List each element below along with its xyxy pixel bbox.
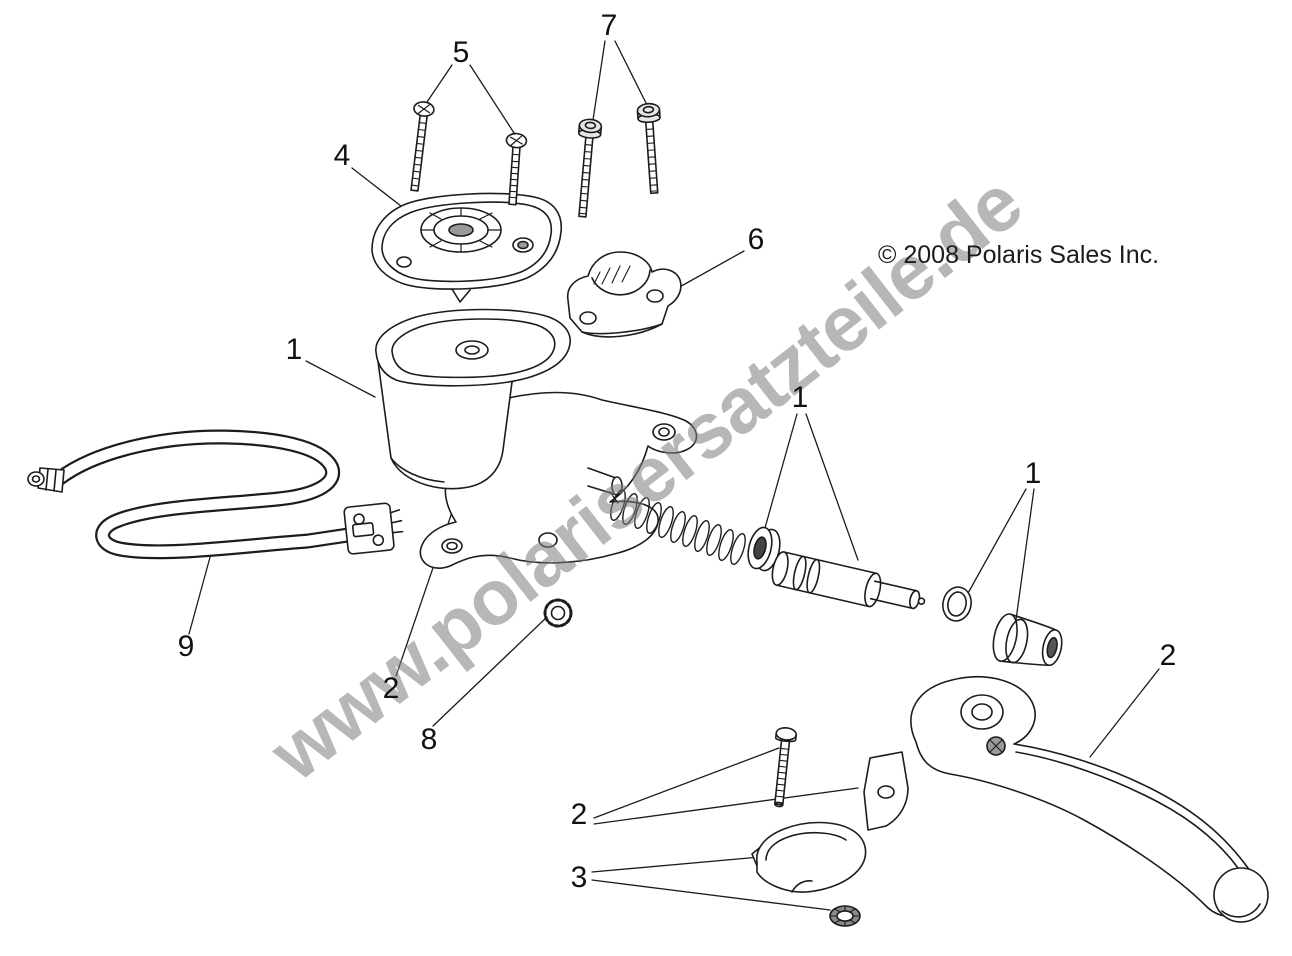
- brake-switch-connector: [344, 502, 405, 555]
- boot-bushing: [989, 612, 1065, 673]
- callout-2-pivot: 2: [570, 798, 588, 831]
- cover-screw-right: [502, 133, 527, 205]
- callout-8: 8: [420, 723, 438, 756]
- clamp-screw-right: [637, 103, 665, 194]
- callout-2-mid: 2: [382, 672, 400, 705]
- reservoir-cover: [372, 193, 561, 302]
- callout-2-lever: 2: [1159, 639, 1177, 672]
- cover-screw-left: [404, 101, 435, 192]
- clamp-screw-left: [571, 118, 601, 217]
- banjo-fitting: [28, 468, 64, 492]
- callout-4: 4: [333, 139, 351, 172]
- pivot-screw: [769, 727, 797, 808]
- callout-5: 5: [452, 36, 470, 69]
- callout-6: 6: [747, 223, 765, 256]
- o-ring: [940, 584, 974, 623]
- pivot-bracket: [864, 752, 908, 830]
- callout-1-piston: 1: [791, 381, 809, 414]
- brake-line: [28, 437, 404, 554]
- callout-1-bushing: 1: [1024, 457, 1042, 490]
- snap-ring: [545, 600, 571, 626]
- master-cylinder-body: [376, 310, 697, 569]
- piston-spring: [608, 488, 748, 566]
- callout-1-body: 1: [285, 333, 303, 366]
- lever-cover: [752, 823, 866, 893]
- handlebar-clamp: [568, 252, 681, 337]
- piston: [770, 550, 929, 618]
- cup-seal: [744, 525, 784, 573]
- brake-lever: [911, 677, 1268, 922]
- callout-7: 7: [600, 9, 618, 42]
- copyright-text: © 2008 Polaris Sales Inc.: [878, 241, 1160, 269]
- washer: [830, 906, 860, 926]
- callout-9: 9: [177, 630, 195, 663]
- callout-3: 3: [570, 861, 588, 894]
